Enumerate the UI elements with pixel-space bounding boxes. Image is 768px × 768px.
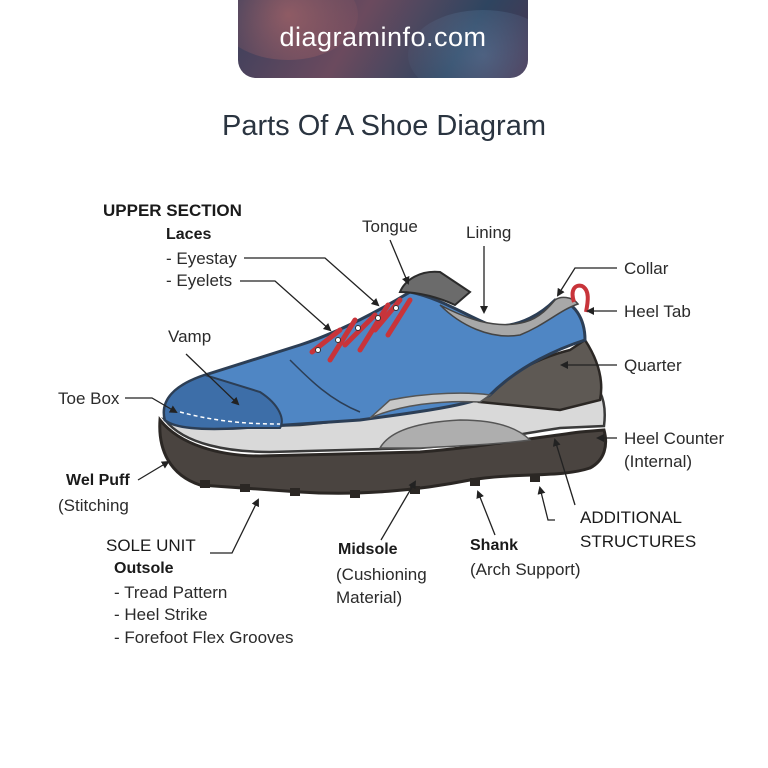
additional-structures-heading-2: STRUCTURES <box>580 532 697 551</box>
vamp-label: Vamp <box>168 327 212 346</box>
leader-eyestay <box>244 257 380 307</box>
additional-structures-heading-1: ADDITIONAL <box>580 508 683 527</box>
upper-section-heading: UPPER SECTION <box>103 201 242 220</box>
heel-tab-shape <box>570 283 590 313</box>
heel-tab-label: Heel Tab <box>624 302 691 321</box>
leader-outsole <box>210 498 259 554</box>
leader-collar <box>556 267 617 297</box>
leader-lines <box>125 239 617 554</box>
quarter-label: Quarter <box>624 356 682 375</box>
toe-box-label: Toe Box <box>58 389 120 408</box>
forefoot-flex-label: - Forefoot Flex Grooves <box>114 628 294 647</box>
heel-strike-label: - Heel Strike <box>114 605 208 624</box>
heel-counter-sub-label: (Internal) <box>624 452 693 471</box>
laces-label: Laces <box>166 226 212 243</box>
tread-pattern-label: - Tread Pattern <box>114 583 228 602</box>
leader-toe-box <box>125 397 178 414</box>
stitching-line <box>289 359 361 413</box>
heel-counter-label: Heel Counter <box>624 429 725 448</box>
shoe-illustration <box>158 270 608 498</box>
toe-cap-shape <box>163 373 283 430</box>
outsole-shape <box>158 416 608 495</box>
midsole-sub-label-2: Material) <box>336 588 403 607</box>
midsole-inset <box>378 419 532 449</box>
sole-unit-heading: SOLE UNIT <box>106 536 196 555</box>
midsole-label: Midsole <box>338 541 398 558</box>
welt-puff-sub-label: (Stitching <box>58 496 129 515</box>
eyestay-label: - Eyestay <box>166 249 237 268</box>
leader-shank <box>476 490 496 536</box>
leader-midsole <box>380 480 417 541</box>
tongue-label: Tongue <box>362 217 418 236</box>
eyelets-shape <box>315 305 399 353</box>
stitching-line <box>179 411 281 425</box>
leader-additional-a <box>552 438 576 506</box>
site-banner: diagraminfo.com <box>238 0 528 78</box>
site-name: diagraminfo.com <box>279 22 487 52</box>
midsole-sub-label-1: (Cushioning <box>336 565 427 584</box>
collar-lining <box>439 296 580 337</box>
welt-puff-label: Wel Puff <box>66 472 130 489</box>
page-title: Parts Of A Shoe Diagram <box>222 110 546 142</box>
leader-eyelets <box>240 280 332 332</box>
leader-tongue <box>389 239 410 285</box>
quarter-panel <box>369 392 492 419</box>
leader-welt-puff <box>137 460 170 481</box>
outsole-label: Outsole <box>114 560 174 577</box>
lining-label: Lining <box>466 223 512 242</box>
eyelets-label: - Eyelets <box>166 271 233 290</box>
shank-label: Shank <box>470 537 519 554</box>
shank-sub-label: (Arch Support) <box>470 560 581 579</box>
collar-label: Collar <box>624 259 669 278</box>
leader-vamp <box>185 353 240 406</box>
tread-marks <box>200 474 540 498</box>
leader-additional-b <box>537 486 555 521</box>
